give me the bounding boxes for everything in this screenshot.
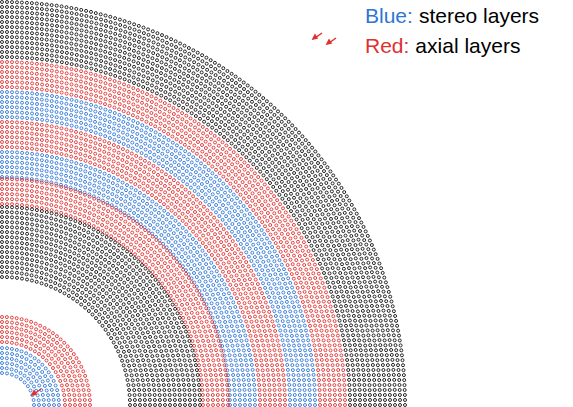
pointer-marks [32,33,336,395]
wire-band [1,206,202,407]
wire-band [1,61,347,407]
wire-band [1,178,230,407]
wire-band [1,151,257,407]
legend-line: Red: axial layers [362,34,523,58]
legend-key: Blue: [365,4,413,27]
wire-band [1,91,317,407]
wire-band [1,347,61,407]
wire-band [1,316,92,407]
wire-band [1,1,407,407]
legend-text: stereo layers [419,4,539,27]
legend-key: Red: [365,34,409,57]
legend-line: Blue: stereo layers [362,4,542,28]
legend-text: axial layers [415,34,520,57]
wire-band [1,121,287,407]
